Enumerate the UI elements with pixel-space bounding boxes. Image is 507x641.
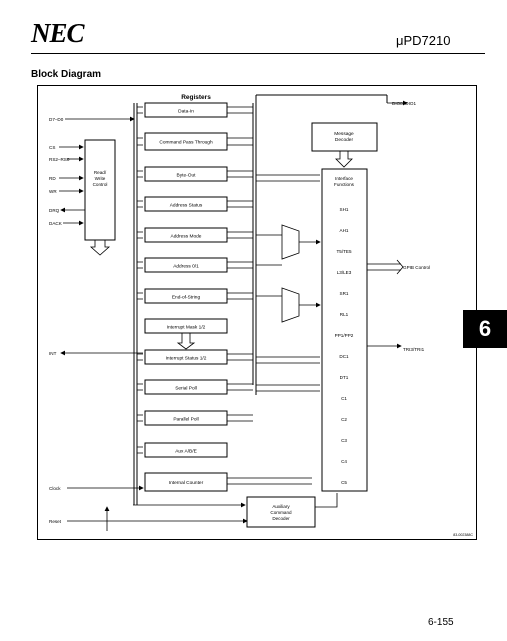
- if-c1: C1: [341, 396, 347, 401]
- interface-functions-block: Interface Functions: [321, 168, 368, 492]
- register-end-of-string: End-of-String: [144, 288, 228, 304]
- register-serial-poll: Serial Poll: [144, 379, 228, 395]
- register-label: Interrupt Mask 1/2: [167, 325, 206, 331]
- if-sh1: SH1: [340, 207, 349, 212]
- register-interrupt-status: Interrupt Status 1/2: [144, 349, 228, 365]
- mux-lower: [281, 287, 300, 323]
- signal-int: INT: [49, 351, 57, 356]
- rw-label-line2: Write: [95, 176, 106, 181]
- register-label: Serial Poll: [175, 386, 197, 392]
- read-write-control-block: Read/ Write Control: [84, 139, 116, 241]
- if-ah1: AH1: [340, 228, 349, 233]
- page-number: 6-155: [428, 617, 454, 628]
- register-label: Command Pass Through: [159, 140, 213, 146]
- register-parallel-poll: Parallel Poll: [144, 410, 228, 426]
- signal-gpib-control: GPIB Control: [403, 265, 430, 270]
- register-label: Byte-Out: [177, 173, 197, 179]
- register-byte-out: Byte-Out: [144, 166, 228, 182]
- register-label: Address Status: [170, 203, 203, 209]
- decoder-down-arrow: [335, 151, 353, 168]
- register-label: Address Mode: [171, 234, 202, 240]
- signal-cs: CS: [49, 145, 55, 150]
- signal-rs: RS2–RS0: [49, 157, 70, 162]
- signal-d7-d0: D7–D0: [49, 117, 64, 122]
- diagram-frame: [37, 85, 477, 540]
- if-t5: T5/TE5: [336, 249, 352, 254]
- register-data-in: Data-In: [144, 102, 228, 118]
- rw-label-line3: Control: [93, 182, 108, 187]
- if-sr1: SR1: [340, 291, 349, 296]
- decoder-label-line2: Decoder: [335, 137, 354, 143]
- doc-code: 83-002388C: [453, 533, 473, 537]
- signal-tri: TRI3/TRI1: [403, 347, 425, 352]
- signal-rd: RD: [49, 176, 56, 181]
- if-c4: C4: [341, 459, 347, 464]
- mux-upper: [281, 224, 300, 260]
- left-signal-lines: [59, 116, 248, 531]
- if-l3: L3/LE3: [337, 270, 352, 275]
- interface-title-line1: Interface: [335, 176, 353, 181]
- interface-function-labels: SH1 AH1 T5/TE5 L3/LE3 SR1 RL1 PP1/PP2 DC…: [335, 207, 354, 485]
- signal-reset: Reset: [49, 519, 62, 524]
- decoder-label-line1: Message: [334, 131, 354, 137]
- part-number: μPD7210: [396, 33, 451, 48]
- left-signal-labels: D7–D0 CS RS2–RS0 RD WR DRQ DACK INT Cloc…: [49, 117, 70, 524]
- header-rule: [31, 53, 485, 54]
- register-aux-abe: Aux A/B/E: [144, 442, 228, 458]
- register-bus-arrows: [137, 106, 312, 485]
- register-label: Parallel Poll: [173, 417, 198, 423]
- aux-label-line2: Command: [270, 510, 292, 515]
- mux-connections: [256, 174, 321, 392]
- signal-drq: DRQ: [49, 208, 60, 213]
- if-c2: C2: [341, 417, 347, 422]
- section-title: Block Diagram: [31, 69, 102, 80]
- right-signal-lines: [367, 100, 408, 349]
- signal-dio: DIO8–DIO1: [392, 101, 416, 106]
- block-diagram: Registers Data-In Command Pass Through B…: [37, 85, 477, 540]
- register-label: Internal Counter: [169, 480, 204, 486]
- register-address-status: Address Status: [144, 196, 228, 212]
- register-interrupt-mask: Interrupt Mask 1/2: [144, 318, 228, 334]
- if-c5: C5: [341, 480, 347, 485]
- register-address-mode: Address Mode: [144, 227, 228, 243]
- register-label: Data-In: [178, 109, 194, 115]
- if-c3: C3: [341, 438, 347, 443]
- if-dc1: DC1: [339, 354, 349, 359]
- if-rl1: RL1: [340, 312, 349, 317]
- signal-dack: DACK: [49, 221, 63, 226]
- nec-logo: NEC: [31, 18, 85, 48]
- signal-wr: WR: [49, 189, 57, 194]
- if-dt1: DT1: [340, 375, 349, 380]
- message-decoder-block: Message Decoder: [311, 122, 378, 152]
- rw-label-line1: Read/: [94, 170, 107, 175]
- aux-label-line1: Auxiliary: [272, 504, 290, 509]
- chapter-tab: 6: [463, 310, 507, 348]
- rw-down-arrow: [89, 240, 111, 256]
- register-internal-counter: Internal Counter: [144, 472, 228, 492]
- if-pp: PP1/PP2: [335, 333, 354, 338]
- aux-command-decoder-block: Auxiliary Command Decoder: [246, 496, 316, 528]
- signal-clock: Clock: [49, 486, 61, 491]
- register-address-0-1: Address 0/1: [144, 257, 228, 273]
- register-label: Interrupt Status 1/2: [166, 356, 207, 362]
- interface-title-line2: Functions: [334, 182, 355, 187]
- registers-header: Registers: [181, 94, 211, 101]
- register-label: End-of-String: [172, 295, 201, 301]
- aux-decoder-lines: [133, 493, 338, 508]
- register-label: Address 0/1: [173, 264, 199, 270]
- register-command-pass-through: Command Pass Through: [144, 132, 228, 151]
- register-label: Aux A/B/E: [175, 449, 197, 455]
- mask-to-status-arrow: [176, 333, 196, 350]
- aux-label-line3: Decoder: [272, 516, 290, 521]
